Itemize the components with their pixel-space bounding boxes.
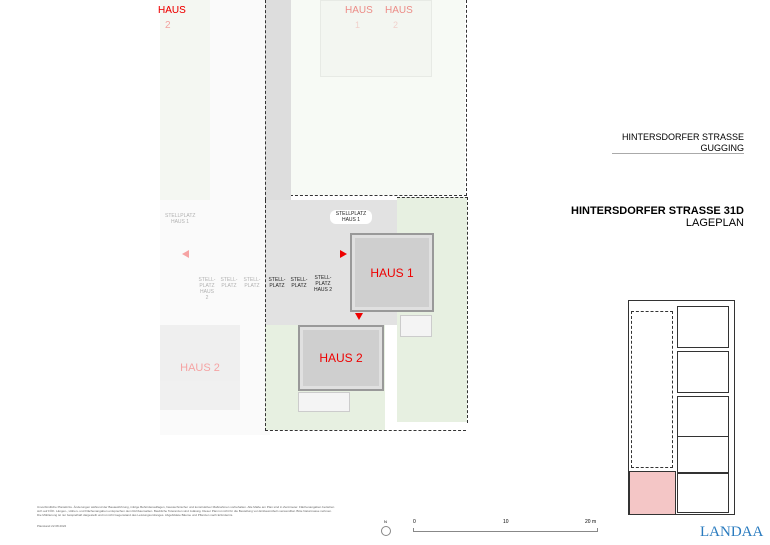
- plan-date: Planstand 22.08.2022: [37, 524, 67, 528]
- house-2[interactable]: HAUS 2: [298, 325, 384, 391]
- key-map-highlight: [629, 471, 676, 515]
- town-name: GUGGING: [700, 143, 744, 153]
- label-haus: HAUS: [158, 5, 186, 16]
- street-name: HINTERSDORFER STRASSE: [621, 132, 744, 142]
- scale-bar: [413, 528, 598, 532]
- project-title: HINTERSDORFER STRASSE 31D: [571, 205, 744, 217]
- house-2-faded: HAUS 2: [160, 325, 240, 410]
- divider: [612, 153, 744, 154]
- neighbor-boundary: [290, 0, 467, 196]
- entrance-arrow-icon: [182, 250, 189, 258]
- parking-label: STELL-PLATZ: [290, 277, 308, 289]
- neighbor-house-top: [320, 0, 432, 77]
- disclaimer: Unverbindliche Planskizze. Änderungen wä…: [37, 505, 335, 517]
- parking-faded: STELL-PLATZ: [220, 277, 238, 289]
- parking-label-haus-1: STELLPLATZ HAUS 1: [330, 210, 372, 224]
- parking-label-haus-2: STELL-PLATZ HAUS 2: [313, 275, 333, 293]
- label-haus-top: HAUS: [158, 5, 186, 16]
- label-haus-top3: HAUS: [385, 5, 413, 16]
- north-arrow-icon: [381, 526, 391, 536]
- entrance-arrow-icon: [340, 250, 347, 258]
- entrance-arrow-icon: [355, 313, 363, 320]
- landaa-logo: LANDAA: [700, 524, 764, 540]
- parking-faded: STELL-PLATZ: [243, 277, 261, 289]
- lot-boundary-east: [397, 197, 468, 423]
- neighbor-lot: [290, 0, 465, 195]
- terrace-2: [298, 392, 350, 412]
- label-num1: 1: [355, 20, 361, 30]
- label-num2: 2: [393, 20, 399, 30]
- parking-label: STELL-PLATZ: [268, 277, 286, 289]
- key-map: [628, 300, 735, 515]
- plan-title: LAGEPLAN: [685, 217, 744, 229]
- parking-faded: STELLPLATZ HAUS 1: [165, 213, 196, 225]
- terrace-1: [400, 315, 432, 337]
- access-road: [265, 0, 291, 205]
- lot-boundary: [265, 200, 466, 431]
- scale-tick: 10: [503, 519, 509, 525]
- label-num: 2: [165, 20, 171, 31]
- neighbor-area: [160, 0, 270, 435]
- parking-faded: STELL-PLATZ HAUS 2: [198, 277, 216, 301]
- neighbor-garden: [160, 0, 210, 200]
- scale-tick: 20 m: [585, 519, 597, 525]
- scale-tick: 0: [413, 519, 416, 525]
- label-haus-top2: HAUS: [345, 5, 373, 16]
- house-1[interactable]: HAUS 1: [350, 233, 434, 312]
- north-label: N: [384, 519, 387, 524]
